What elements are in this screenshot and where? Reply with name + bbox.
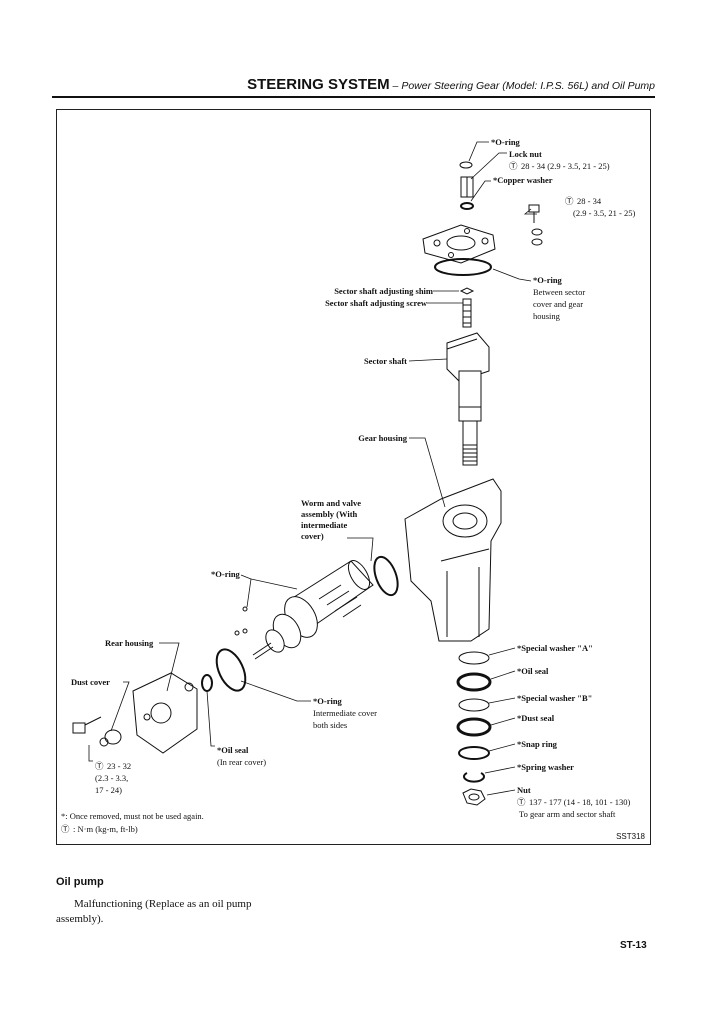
label-sector-shaft: Sector shaft [364, 356, 407, 366]
special-washer-b-part [458, 698, 490, 712]
leader-lines [88, 141, 537, 796]
small-o-ring-2 [242, 628, 248, 634]
label-bolt-torque-1: 28 - 34 [577, 196, 602, 206]
label-special-washer-b: *Special washer "B" [517, 693, 592, 703]
exploded-diagram-figure: *O-ring Lock nut Ⓣ 28 - 34 (2.9 - 3.5, 2… [56, 109, 651, 845]
sector-shaft-part [446, 332, 490, 466]
small-o-ring-3 [234, 630, 240, 636]
dust-cover-part [104, 729, 122, 745]
label-worm-2: assembly (With [301, 509, 358, 519]
adjusting-screw-part [462, 298, 472, 328]
section-body: Malfunctioning (Replace as an oil pump a… [56, 897, 256, 927]
label-o-ring-intermediate: *O-ring [313, 696, 343, 706]
label-worm-1: Worm and valve [301, 498, 361, 508]
rear-bolt [72, 716, 109, 747]
label-worm-4: cover) [301, 531, 324, 541]
o-ring-worm-part [373, 555, 399, 597]
label-adjusting-shim: Sector shaft adjusting shim [334, 286, 433, 296]
header-title: STEERING SYSTEM [247, 76, 390, 93]
legend-note-units: : N·m (kg-m, ft-lb) [73, 824, 138, 834]
label-gear-housing: Gear housing [358, 433, 407, 443]
label-copper-washer: *Copper washer [493, 175, 553, 185]
lock-nut-part [460, 176, 474, 198]
rear-torque-icon: Ⓣ [95, 761, 104, 771]
label-between-3: housing [533, 311, 561, 321]
label-worm-3: intermediate [301, 520, 347, 530]
label-bolt-torque-2: (2.9 - 3.5, 21 - 25) [573, 208, 635, 218]
oil-seal-rear-part [201, 674, 213, 692]
snap-ring-part [458, 746, 490, 760]
label-int-cover-1: Intermediate cover [313, 708, 377, 718]
label-int-cover-2: both sides [313, 720, 347, 730]
page-number: ST-13 [620, 940, 647, 951]
worm-valve-assembly-part [252, 560, 374, 660]
label-to-gear-arm: To gear arm and sector shaft [519, 809, 616, 819]
section-body-text: Malfunctioning (Replace as an oil pump a… [56, 898, 252, 925]
cover-bolt [528, 204, 543, 246]
legend-note-once: *: Once removed, must not be used again. [61, 811, 204, 821]
o-ring-top [459, 161, 473, 169]
label-adjusting-screw: Sector shaft adjusting screw [325, 298, 428, 308]
label-between-1: Between sector [533, 287, 585, 297]
o-ring-intermediate-part [215, 648, 247, 692]
special-washer-a-part [458, 651, 490, 665]
o-ring-cover-part [434, 258, 492, 276]
copper-washer-part [460, 202, 474, 210]
figure-code: SST318 [616, 832, 645, 841]
spring-washer-part [463, 772, 485, 783]
label-oil-seal: *Oil seal [517, 666, 549, 676]
lock-nut-torque-icon: Ⓣ [509, 161, 518, 171]
label-special-washer-a: *Special washer "A" [517, 643, 593, 653]
label-lock-nut: Lock nut [509, 149, 542, 159]
label-between-2: cover and gear [533, 299, 583, 309]
page-header: STEERING SYSTEM – Power Steering Gear (M… [52, 76, 655, 96]
adjusting-shim-part [459, 287, 475, 295]
label-o-ring-top: *O-ring [491, 137, 521, 147]
oil-seal-part [456, 672, 492, 692]
exploded-diagram: *O-ring Lock nut Ⓣ 28 - 34 (2.9 - 3.5, 2… [61, 137, 646, 841]
label-nut: Nut [517, 785, 531, 795]
small-o-ring-1 [242, 606, 248, 612]
label-o-ring-cover: *O-ring [533, 275, 563, 285]
label-in-rear-cover: (In rear cover) [217, 757, 266, 767]
label-nut-torque: 137 - 177 (14 - 18, 101 - 130) [529, 797, 630, 807]
label-dust-cover: Dust cover [71, 677, 110, 687]
label-o-ring-worm: *O-ring [211, 569, 241, 579]
label-dust-seal: *Dust seal [517, 713, 555, 723]
nut-torque-icon: Ⓣ [517, 797, 526, 807]
header-rule [52, 96, 655, 98]
legend-torque-icon: Ⓣ [61, 824, 70, 834]
section-title: Oil pump [56, 876, 104, 888]
gear-housing-part [404, 478, 502, 642]
bolt-torque-icon: Ⓣ [565, 196, 574, 206]
header-subtitle: – Power Steering Gear (Model: I.P.S. 56L… [389, 80, 655, 92]
nut-part [462, 788, 486, 806]
rear-housing-part [132, 672, 198, 754]
label-rear-torque-2: (2.3 - 3.3, [95, 773, 128, 783]
label-rear-torque-3: 17 - 24) [95, 785, 122, 795]
label-oil-seal-rear: *Oil seal [217, 745, 249, 755]
label-rear-housing: Rear housing [105, 638, 154, 648]
sector-cover-part [422, 224, 496, 264]
dust-seal-part [456, 717, 492, 737]
label-spring-washer: *Spring washer [517, 762, 574, 772]
label-rear-torque-1: 23 - 32 [107, 761, 131, 771]
label-lock-nut-torque: 28 - 34 (2.9 - 3.5, 21 - 25) [521, 161, 610, 171]
label-snap-ring: *Snap ring [517, 739, 558, 749]
